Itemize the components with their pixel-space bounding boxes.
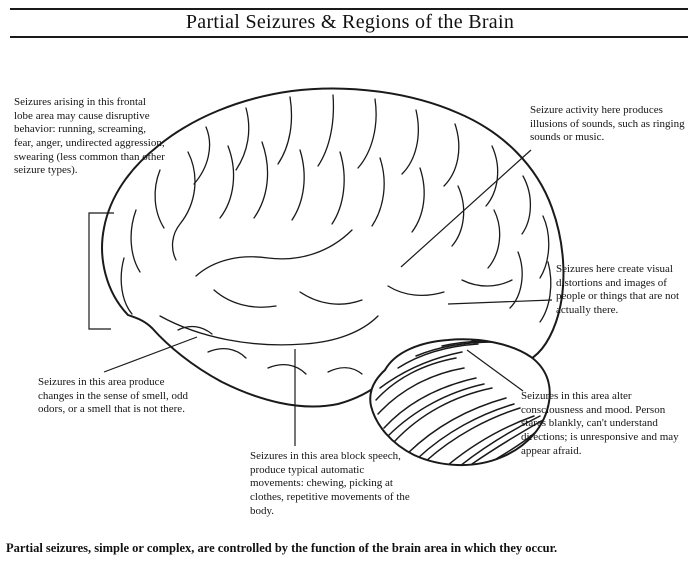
leader-line-frontal bbox=[88, 212, 114, 330]
footer-caption: Partial seizures, simple or complex, are… bbox=[6, 541, 558, 555]
annotation-auditory-area: Seizure activity here produces illusions… bbox=[530, 104, 685, 144]
brain-outline bbox=[101, 87, 565, 408]
title-rule-top bbox=[10, 8, 688, 10]
leader-line-consciousness bbox=[466, 349, 524, 392]
page-title: Partial Seizures & Regions of the Brain bbox=[185, 11, 515, 33]
leader-lines bbox=[88, 149, 553, 446]
annotation-frontal-lobe: Seizures arising in this frontal lobe ar… bbox=[14, 96, 165, 177]
leader-line-visual bbox=[447, 299, 553, 305]
annotation-speech-area: Seizures in this area block speech, prod… bbox=[250, 450, 410, 517]
annotation-consciousness-area: Seizures in this area alter consciousnes… bbox=[521, 390, 679, 457]
leader-line-smell bbox=[103, 336, 198, 373]
leader-line-auditory bbox=[400, 149, 532, 268]
cerebrum-sulci bbox=[120, 94, 552, 375]
title-rule-bottom bbox=[10, 36, 688, 38]
annotation-visual-area: Seizures here create visual distortions … bbox=[556, 263, 680, 316]
annotation-smell-area: Seizures in this area produce changes in… bbox=[38, 376, 188, 416]
